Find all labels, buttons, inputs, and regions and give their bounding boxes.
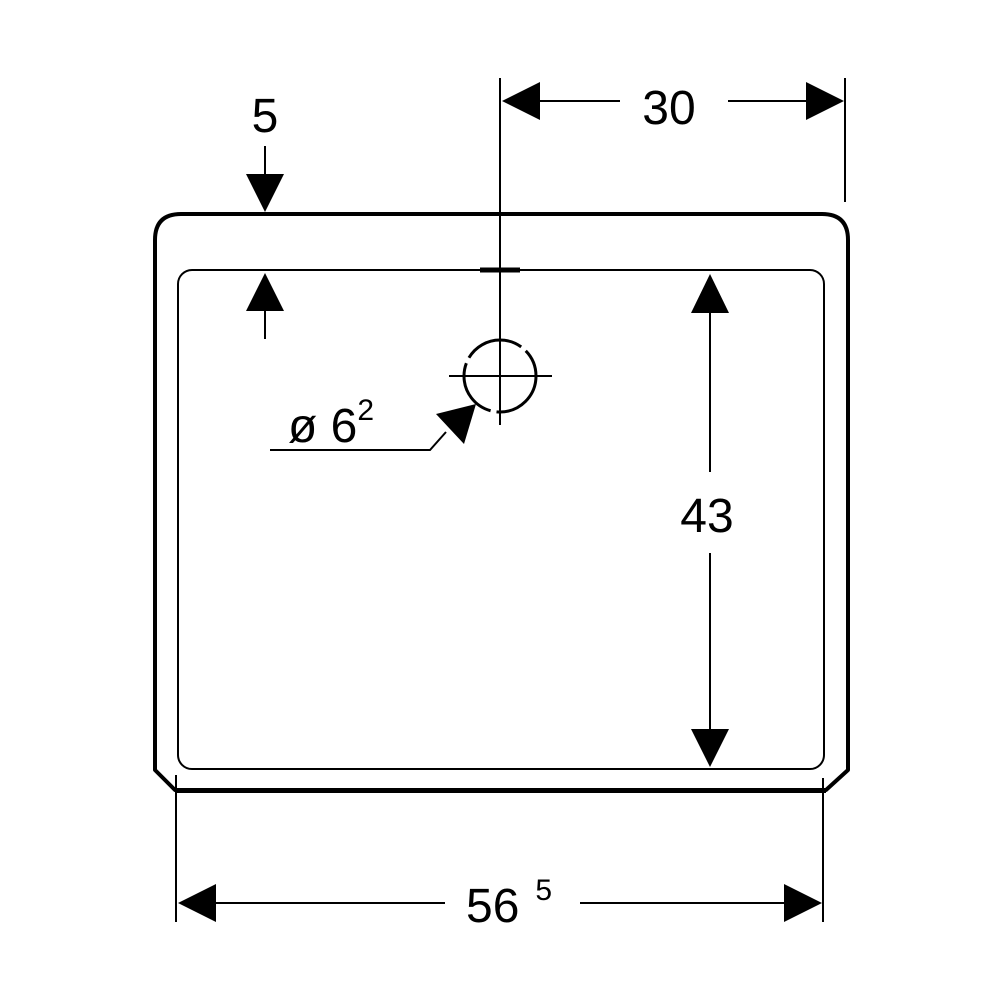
dim-30-arrow-right [806, 82, 844, 120]
dim-56-arrow-right [784, 884, 822, 922]
drain-leader-line [270, 431, 447, 451]
dim-30-arrow-left [502, 82, 540, 120]
dim-56-superscript: 5 [535, 874, 552, 907]
dim-5-arrow-up [246, 273, 284, 311]
dim-5-label: 5 [252, 90, 279, 143]
dim-30-label: 30 [642, 82, 695, 135]
dim-43-label: 43 [680, 490, 733, 543]
dim-43-arrow-down [691, 729, 729, 767]
drain-diameter-label: ø 62 [288, 394, 374, 453]
drain-leader-arrow [436, 404, 476, 444]
drain-diameter-superscript: 2 [357, 394, 374, 427]
dim-56-arrow-left [178, 884, 216, 922]
basin-outer-outline [153, 212, 850, 792]
dim-5-arrow-down [246, 174, 284, 212]
dim-43-arrow-up [691, 274, 729, 313]
